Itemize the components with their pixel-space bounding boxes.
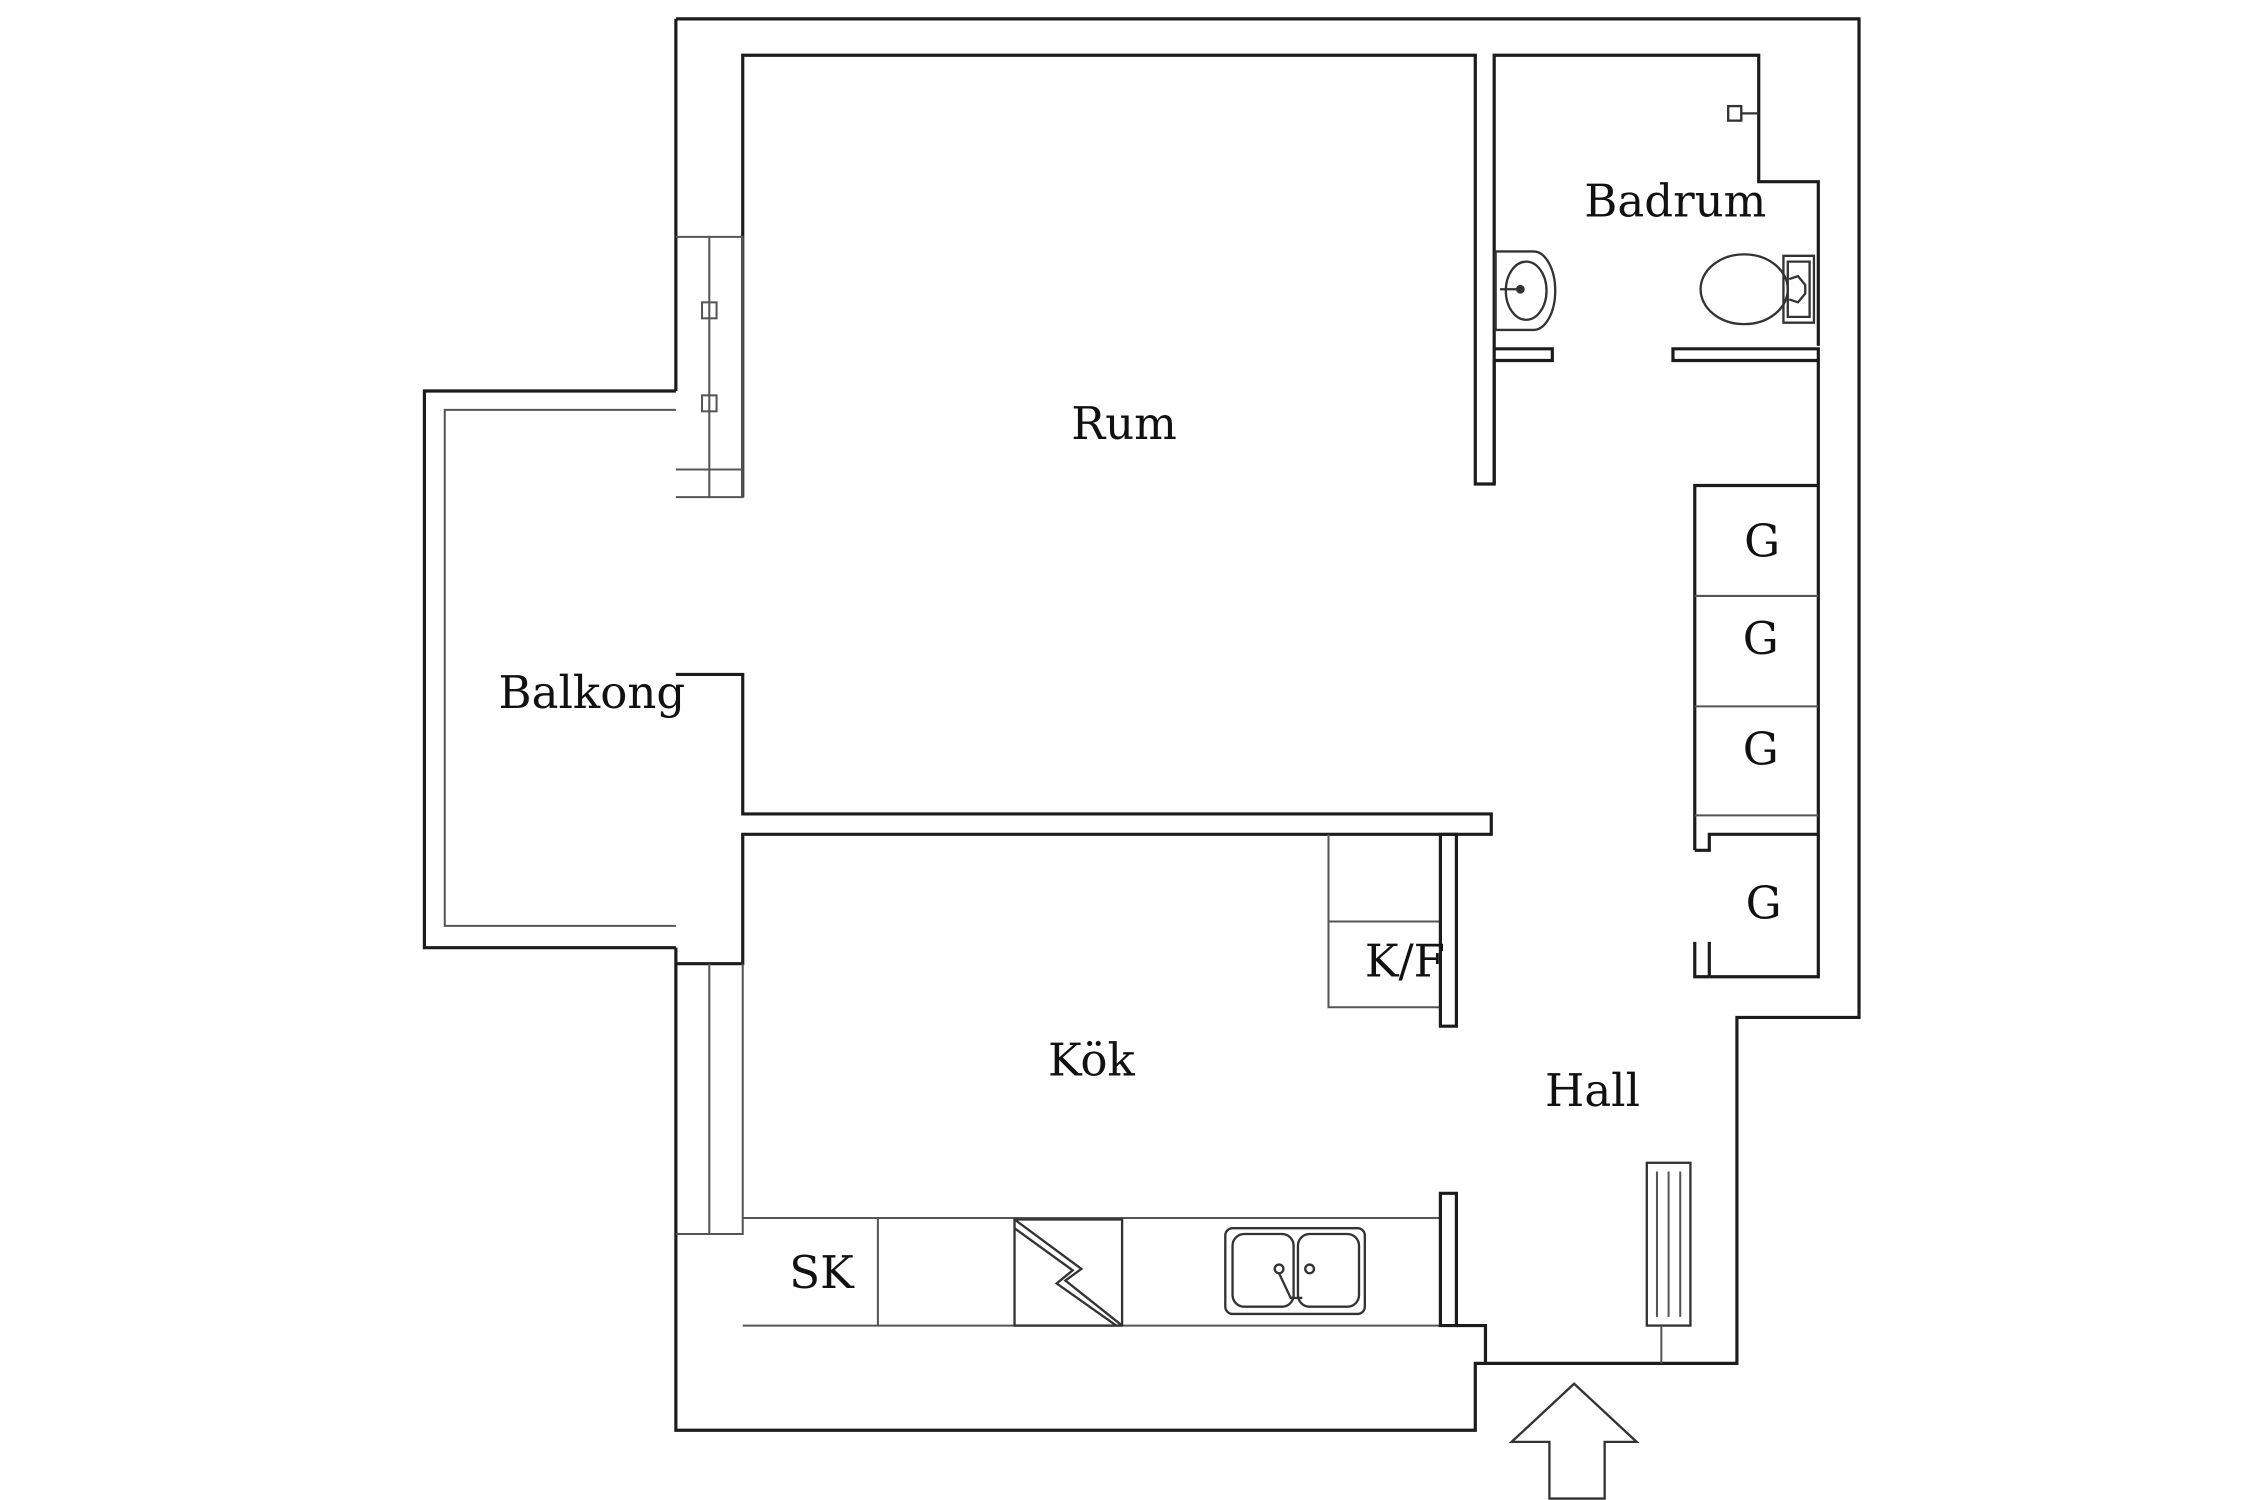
double-sink-icon xyxy=(1224,1227,1366,1316)
balcony xyxy=(422,389,676,950)
bathroom-walls xyxy=(1492,347,1820,485)
balcony-doorway xyxy=(675,672,1493,966)
fridge-freezer xyxy=(1327,832,1458,1028)
outer-walls xyxy=(674,17,1861,1432)
room-label-hall: Hall xyxy=(1545,1064,1640,1117)
wardrobes xyxy=(1693,483,1819,979)
fridge-freezer-label: K/F xyxy=(1365,935,1445,988)
window-rum xyxy=(675,235,744,499)
entrance-arrow-icon xyxy=(1508,1382,1640,1500)
radiator-icon xyxy=(1645,1161,1692,1364)
toilet-icon xyxy=(1699,253,1816,326)
room-label-badrum: Badrum xyxy=(1584,175,1766,228)
wardrobe-label: G xyxy=(1743,723,1779,776)
stove-icon xyxy=(1013,1218,1124,1327)
wardrobe-label: G xyxy=(1746,877,1782,930)
cabinet-label: SK xyxy=(789,1246,855,1299)
room-label-kok: Kök xyxy=(1048,1034,1136,1087)
room-label-rum: Rum xyxy=(1071,397,1177,450)
room-label-balkong: Balkong xyxy=(499,666,686,719)
shower-icon xyxy=(1727,104,1759,122)
sink-icon xyxy=(1494,250,1557,332)
wardrobe-label: G xyxy=(1744,515,1780,568)
window-kok xyxy=(675,963,744,1236)
wardrobe-label: G xyxy=(1743,612,1779,665)
